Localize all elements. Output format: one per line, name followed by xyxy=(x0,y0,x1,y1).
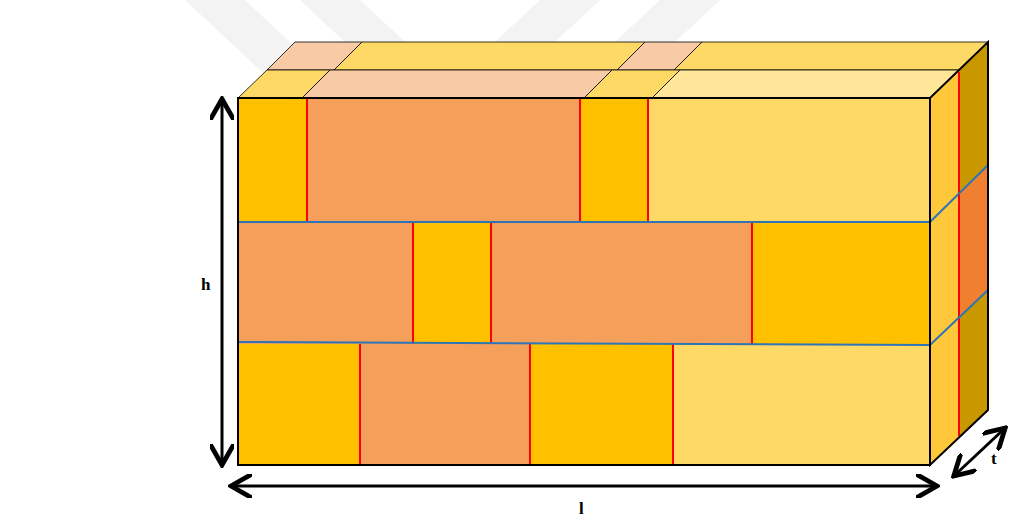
thickness-label: t xyxy=(991,450,997,467)
top-face xyxy=(238,42,988,98)
height-label: h xyxy=(201,276,210,293)
side-face xyxy=(930,42,988,465)
length-label: l xyxy=(579,500,584,517)
front-face xyxy=(238,98,930,465)
dimension-arrows xyxy=(222,102,1003,486)
